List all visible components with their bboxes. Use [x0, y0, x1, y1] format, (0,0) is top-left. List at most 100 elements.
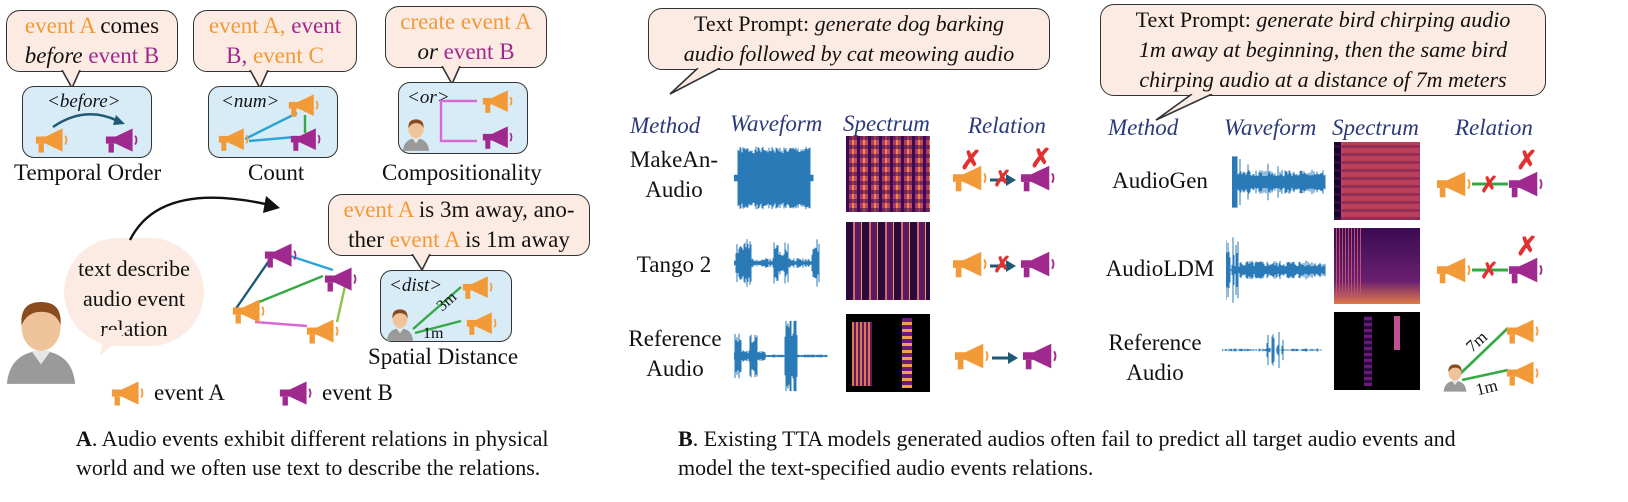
- bubble-event-a: event A,: [208, 13, 292, 38]
- header-relation: Relation: [968, 113, 1046, 138]
- spectrum-burst: [1394, 316, 1400, 350]
- bubble-create: create event A: [400, 9, 532, 34]
- spatial-label: Spatial Distance: [368, 344, 519, 369]
- megaphone-a-icon: [33, 125, 69, 157]
- method-label: AudioGen: [1112, 168, 1208, 193]
- megaphone-b-icon: [103, 125, 139, 157]
- prompt-text: chirping audio at a distance of 7m meter…: [1139, 67, 1507, 92]
- relation-line: [1472, 268, 1508, 272]
- dist-lines: [412, 286, 462, 335]
- waveform-trace: [734, 320, 828, 392]
- megaphone-a-icon: [304, 316, 340, 348]
- person-icon: [1442, 362, 1468, 392]
- comp-label: Compositionality: [382, 160, 542, 185]
- header-method: Method: [1108, 115, 1179, 140]
- method-label: AudioLDM: [1105, 256, 1215, 281]
- waveform-trace: [734, 239, 820, 287]
- spectrum-burst: [902, 318, 912, 388]
- method-label: Reference Audio: [1108, 330, 1202, 385]
- speech-line: audio event: [82, 286, 186, 311]
- bubble-text: comes: [94, 13, 160, 38]
- cross-mark: ✗: [1030, 144, 1052, 173]
- waveform-trace: [1226, 237, 1326, 303]
- distance-lines: [1459, 327, 1509, 382]
- waveform-tango2: [734, 239, 820, 287]
- prompt-text: generate bird chirping audio: [1256, 7, 1511, 32]
- spectrum-overlay: [1336, 228, 1362, 298]
- comp-lines: [439, 99, 477, 143]
- cross-mark: ✗: [993, 166, 1012, 191]
- bubble-b: B,: [226, 43, 253, 68]
- relation-arrow: [990, 260, 1016, 272]
- caption-text: . Existing TTA models generated audios o…: [692, 426, 1456, 451]
- megaphone-a-icon: [1504, 316, 1540, 348]
- speech-bubble: text describe audio event relation: [64, 238, 204, 346]
- megaphone-a-icon: [1504, 358, 1540, 390]
- spectrum-burst: [1364, 316, 1372, 386]
- prompt-text: 1m away at beginning, then the same bird: [1138, 37, 1508, 62]
- megaphone-b-icon: [287, 125, 323, 155]
- person-icon: [385, 307, 415, 341]
- before-tag: <before>: [47, 91, 121, 112]
- method-label: Tango 2: [636, 252, 712, 277]
- bubble-text: is 1m away: [459, 227, 570, 252]
- waveform-trace: [1232, 156, 1326, 208]
- bubble-or: or: [417, 39, 438, 64]
- temporal-bubble: event A comes before event B: [6, 10, 178, 72]
- prompt-prefix: Text Prompt:: [1135, 7, 1257, 32]
- header-spectrum: Spectrum: [843, 111, 930, 136]
- cross-mark: ✗: [1516, 232, 1538, 261]
- cross-mark: ✗: [1480, 172, 1499, 197]
- or-tag: <or>: [407, 87, 450, 108]
- caption-text: world and we often use text to describe …: [76, 455, 541, 480]
- megaphone-b-icon: [262, 240, 298, 272]
- prompt-bubble-1: Text Prompt: generate dog barking audio …: [648, 8, 1050, 70]
- caption-text: . Audio events exhibit different relatio…: [91, 426, 549, 451]
- caption-a: A. Audio events exhibit different relati…: [76, 424, 616, 482]
- cross-mark: ✗: [960, 146, 982, 175]
- spectrum-audioldm: [1334, 228, 1420, 304]
- waveform-trace: [1222, 332, 1322, 368]
- cross-mark: ✗: [1480, 258, 1499, 283]
- megaphone-a-icon: [1434, 254, 1472, 288]
- bubble-text: is 3m away, ano-: [413, 197, 575, 222]
- temporal-box: <before>: [22, 86, 152, 158]
- spectrum-overlay: [846, 136, 930, 212]
- megaphone-a-icon: [285, 91, 321, 121]
- count-box: <num>: [208, 86, 338, 158]
- bubble-tail: [1155, 94, 1213, 121]
- megaphone-a-icon: [459, 273, 495, 303]
- temporal-arrow: [52, 113, 125, 128]
- spectrum-tango2: [846, 222, 930, 300]
- caption-letter: B: [678, 426, 693, 451]
- waveform-audioldm: [1226, 237, 1326, 303]
- dist-box: <dist> 3m 1m: [380, 270, 512, 342]
- count-label: Count: [248, 160, 305, 185]
- count-bubble: event A, event B, event C: [193, 10, 357, 72]
- waveform-audiogen: [1232, 156, 1326, 208]
- waveform-trace: [734, 146, 814, 210]
- megaphone-b-icon: [276, 378, 314, 410]
- megaphone-b-icon: [1018, 248, 1056, 282]
- bubble-event-b: event B: [82, 43, 160, 68]
- spectrum-reference: [1334, 312, 1420, 390]
- dist-bubble: event A is 3m away, ano- ther event A is…: [328, 194, 590, 256]
- prompt-bubble-2: Text Prompt: generate bird chirping audi…: [1100, 4, 1546, 96]
- count-lines: [244, 111, 307, 143]
- dist-1m: 1m: [423, 325, 444, 342]
- megaphone-a-icon: [950, 248, 988, 282]
- megaphone-b-icon: [322, 264, 358, 296]
- prompt-text: generate dog barking: [814, 11, 1005, 36]
- caption-letter: A: [76, 426, 92, 451]
- speech-tail: [100, 330, 128, 356]
- spectrum-reference: [846, 314, 930, 392]
- relation-arrow: [990, 174, 1016, 186]
- bubble-before: before: [24, 43, 83, 68]
- temporal-label: Temporal Order: [14, 160, 162, 185]
- megaphone-a-icon: [108, 378, 146, 410]
- comp-box: <or>: [398, 82, 528, 154]
- waveform-reference: [734, 320, 828, 392]
- method-label: MakeAn- Audio: [629, 147, 719, 202]
- cross-mark: ✗: [993, 252, 1012, 277]
- bubble-event-b: event B: [437, 39, 515, 64]
